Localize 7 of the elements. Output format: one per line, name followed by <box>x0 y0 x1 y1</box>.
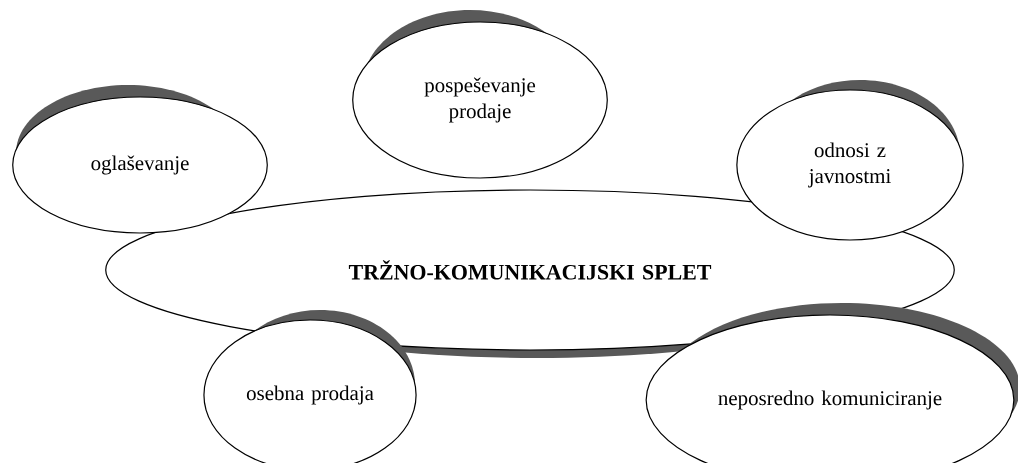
node-label: osebna prodaja <box>246 385 374 405</box>
ellipse-node: oglaševanje <box>12 85 268 234</box>
ellipse-node: neposredno komuniciranje <box>645 303 1018 463</box>
ellipse-node: osebna prodaja <box>203 310 417 463</box>
node-label: neposredno komuniciranje <box>718 390 942 410</box>
ellipse-node: odnosi z javnostmi <box>736 80 964 241</box>
ellipse-node: pospeševanje prodaje <box>352 10 608 179</box>
